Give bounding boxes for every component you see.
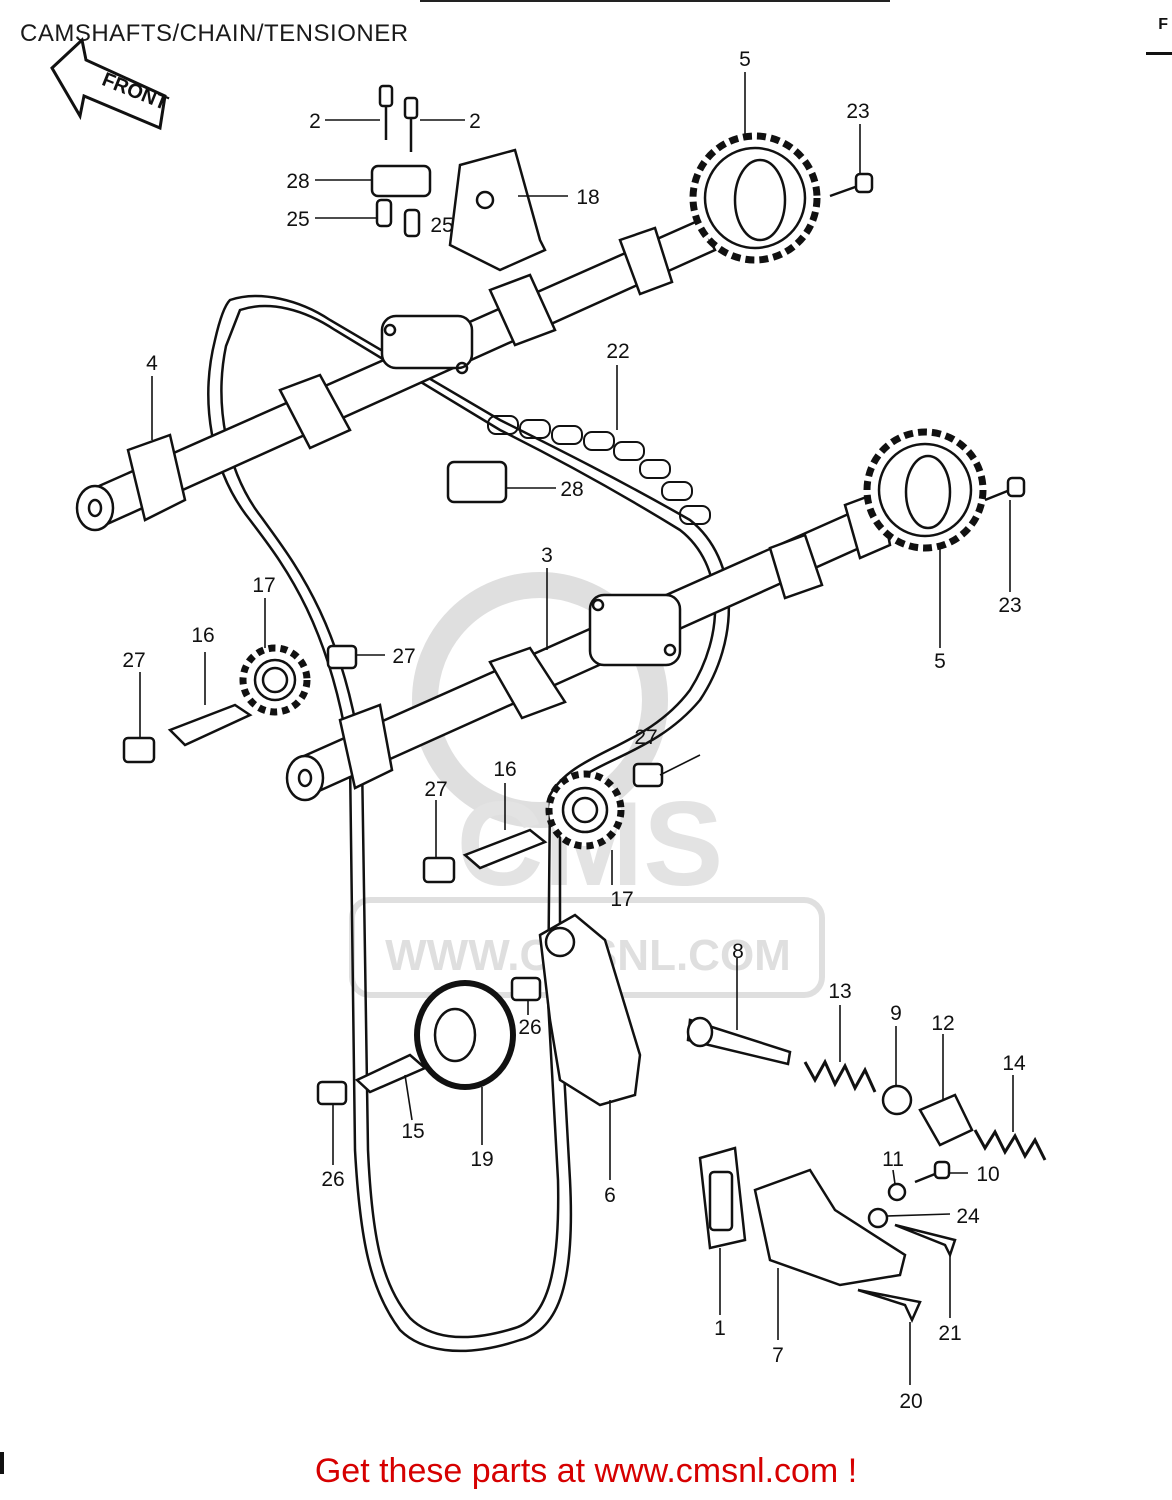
- callout-20: 20: [899, 1390, 922, 1413]
- callout-15: 15: [401, 1120, 424, 1143]
- callout-3: 3: [541, 544, 553, 567]
- callout-25a: 25: [286, 208, 309, 231]
- leader-lines: [139, 72, 1014, 1385]
- bolts-2: [378, 84, 419, 152]
- washer-24: [867, 1207, 889, 1229]
- spring-13: [803, 1058, 877, 1093]
- idler-sprocket-right: [545, 770, 625, 850]
- callout-10: 10: [976, 1163, 999, 1186]
- block-26a: [316, 1080, 348, 1106]
- nut-9: [881, 1084, 913, 1116]
- chain-links: [487, 415, 711, 525]
- callout-18: 18: [576, 186, 599, 209]
- callout-13: 13: [828, 980, 851, 1003]
- callout-24: 24: [956, 1205, 980, 1228]
- bracket-18: [448, 148, 547, 272]
- gasket-1: [698, 1146, 747, 1250]
- guide-roller-19: [414, 980, 516, 1090]
- callout-1: 1: [714, 1317, 726, 1340]
- callout-27c: 27: [634, 726, 657, 749]
- callout-numbers: 2 2 28 25 25 18 5 23 4 22 28 3 23 5 17 1…: [122, 48, 1026, 1413]
- callout-28b: 28: [560, 478, 583, 501]
- callout-5b: 5: [934, 650, 946, 673]
- front-arrow: FRONT: [50, 37, 171, 131]
- block-27d: [422, 856, 456, 884]
- block-26b: [510, 976, 542, 1002]
- dowel-25b: [403, 208, 421, 238]
- callout-26b: 26: [518, 1016, 541, 1039]
- callout-9: 9: [890, 1002, 902, 1025]
- cam-sprocket-lower: [863, 428, 987, 552]
- shaft-16a: [167, 703, 253, 747]
- callout-28a: 28: [286, 170, 309, 193]
- callout-27a: 27: [122, 649, 145, 672]
- spring-14: [973, 1128, 1047, 1161]
- edge-mark: [0, 1452, 4, 1474]
- dowel-25a: [375, 198, 393, 228]
- washer-11: [887, 1182, 907, 1202]
- callout-12: 12: [931, 1012, 954, 1035]
- collar-12: [918, 1093, 974, 1147]
- timing-chain: [207, 294, 731, 1353]
- bolt-21: [894, 1223, 957, 1259]
- corner-letter: F: [1158, 16, 1168, 33]
- callout-6: 6: [604, 1184, 616, 1207]
- callout-23a: 23: [846, 100, 869, 123]
- camshaft-lower: [285, 490, 897, 802]
- cam-sprocket-upper: [689, 132, 821, 264]
- callout-14: 14: [1002, 1052, 1026, 1075]
- callout-22: 22: [606, 340, 629, 363]
- idler-sprocket-left: [239, 644, 311, 716]
- callout-5a: 5: [739, 48, 751, 71]
- corner-mark: [1146, 52, 1172, 55]
- callout-8: 8: [732, 940, 744, 963]
- block-27b: [326, 644, 358, 670]
- cap-28-upper: [370, 164, 432, 198]
- callout-17b: 17: [610, 888, 633, 911]
- drawing: [75, 84, 1047, 1353]
- callout-11: 11: [882, 1148, 904, 1171]
- block-27c: [632, 762, 664, 788]
- bolt-20: [857, 1288, 922, 1324]
- callout-23b: 23: [998, 594, 1021, 617]
- callout-16b: 16: [493, 758, 516, 781]
- callout-7: 7: [772, 1344, 784, 1367]
- camshaft-upper: [75, 218, 717, 532]
- page-title: CAMSHAFTS/CHAIN/TENSIONER: [20, 20, 409, 47]
- callout-25b: 25: [430, 214, 453, 237]
- footer-link[interactable]: Get these parts at www.cmsnl.com !: [314, 1452, 858, 1490]
- tensioner-body-7: [753, 1168, 907, 1287]
- cap-28-lower: [446, 460, 508, 504]
- callout-17a: 17: [252, 574, 275, 597]
- top-border-line: [420, 0, 890, 2]
- callout-19: 19: [470, 1148, 493, 1171]
- callout-4: 4: [146, 352, 158, 375]
- callout-27b: 27: [392, 645, 415, 668]
- bolts-23: [829, 172, 1026, 502]
- callout-16a: 16: [191, 624, 214, 647]
- callout-2a: 2: [309, 110, 321, 133]
- shaft-16b: [462, 828, 548, 870]
- tensioner-arm-6: [538, 913, 642, 1107]
- callout-21: 21: [938, 1322, 961, 1345]
- callout-26a: 26: [321, 1168, 344, 1191]
- block-27a: [122, 736, 156, 764]
- callout-2b: 2: [469, 110, 481, 133]
- callout-27d: 27: [424, 778, 447, 801]
